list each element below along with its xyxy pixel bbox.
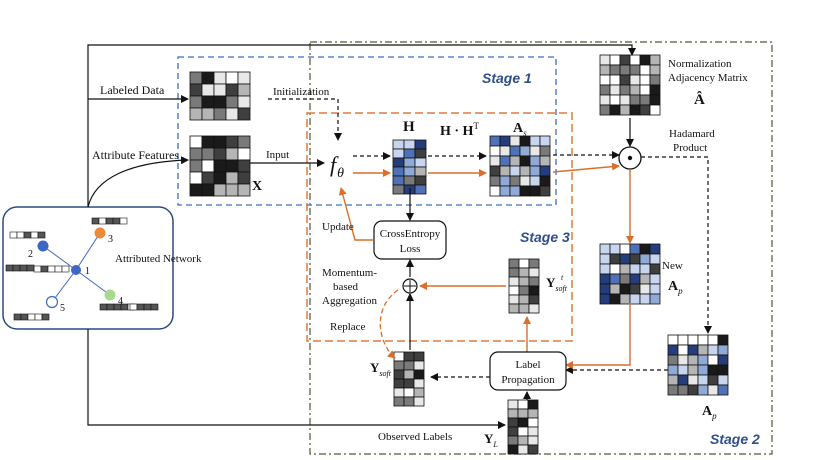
node-5-vector <box>13 313 50 321</box>
momentum-label-3: Aggregation <box>322 295 377 307</box>
node-4-label: 4 <box>118 296 123 307</box>
initialization-arrow <box>268 98 342 141</box>
norm-adj-label-2: Adjacency Matrix <box>668 72 748 84</box>
extra-vector-2 <box>129 303 159 311</box>
ysoft-matrix <box>393 351 425 407</box>
top-flow-line <box>87 44 636 207</box>
hadamard-dot <box>627 155 633 161</box>
node-5-label: 5 <box>60 303 65 314</box>
replace-label: Replace <box>330 321 366 333</box>
h-ht-label: H · HT <box>440 121 479 139</box>
h-matrix-label: H <box>403 119 415 135</box>
node-4-vector <box>99 303 136 311</box>
node-3-vector <box>91 217 128 225</box>
as-label: As <box>513 121 527 138</box>
stage1-box <box>177 56 557 206</box>
ap-matrix <box>667 334 729 396</box>
new-ap-label: Ap <box>668 279 683 296</box>
labeled-data-matrix <box>189 71 251 121</box>
attribute-features-curve <box>87 156 189 208</box>
network-node-3 <box>94 227 106 239</box>
momentum-label-1: Momentum- <box>322 267 377 279</box>
stage2-box <box>309 41 773 455</box>
network-node-5 <box>45 295 59 309</box>
f-theta-label: fθ <box>330 152 344 181</box>
labeled-data-label: Labeled Data <box>100 83 165 97</box>
hadamard-label-1: Hadamard <box>669 128 715 140</box>
as-to-hadamard-orange <box>552 162 620 173</box>
observed-labels-label: Observed Labels <box>378 431 452 443</box>
stage3-box <box>306 112 573 342</box>
node-2-label: 2 <box>28 249 33 260</box>
ap-label: Ap <box>702 404 717 421</box>
crossentropy-loss-box <box>373 220 447 260</box>
bottom-flow-line <box>87 329 506 429</box>
a-hat-matrix <box>599 54 661 116</box>
ysoft-label: Ysoft <box>370 360 392 378</box>
initialization-label: Initialization <box>273 86 330 98</box>
ysoft-t-matrix <box>508 258 540 314</box>
attribute-features-label: Attribute Features <box>92 148 179 162</box>
h-matrix <box>392 139 427 195</box>
label-propagation-label-1: Label <box>515 359 540 371</box>
attribute-features-matrix <box>189 135 251 197</box>
crossentropy-label-2: Loss <box>400 243 421 255</box>
node-1-label: 1 <box>85 266 90 277</box>
hadamard-label-2: Product <box>673 142 707 154</box>
hadamard-to-ap-dashed <box>641 156 712 334</box>
norm-adj-label-1: Normalization <box>668 58 732 70</box>
yl-matrix <box>507 399 539 455</box>
loss-to-f-update <box>338 187 373 241</box>
stage3-label: Stage 3 <box>520 229 570 245</box>
newap-to-lp <box>565 303 631 369</box>
node-3-label: 3 <box>108 234 113 245</box>
update-label: Update <box>322 221 354 233</box>
momentum-label-2: based <box>333 281 359 293</box>
attributed-network-label-1: Attributed Network <box>115 253 202 265</box>
extra-vector-1 <box>5 264 35 272</box>
x-matrix-label: X <box>252 179 262 194</box>
crossentropy-label-1: CrossEntropy <box>380 228 441 240</box>
as-matrix <box>489 135 551 197</box>
network-node-2 <box>37 240 49 252</box>
label-propagation-label-2: Propagation <box>501 374 555 386</box>
node-1-vector <box>33 265 70 273</box>
new-ap-matrix <box>599 243 661 305</box>
replace-curve <box>379 289 399 359</box>
network-node-4 <box>104 289 116 301</box>
input-label: Input <box>266 149 289 161</box>
new-label: New <box>662 260 683 272</box>
label-propagation-box <box>489 351 567 391</box>
node-2-vector <box>9 231 46 239</box>
stage1-label: Stage 1 <box>482 70 532 86</box>
network-node-1 <box>71 265 81 275</box>
stage2-label: Stage 2 <box>710 431 760 447</box>
ysoft-t-label: Ysoftt <box>546 273 568 293</box>
yl-label: YL <box>484 431 498 449</box>
a-hat-label: Â <box>694 91 705 108</box>
